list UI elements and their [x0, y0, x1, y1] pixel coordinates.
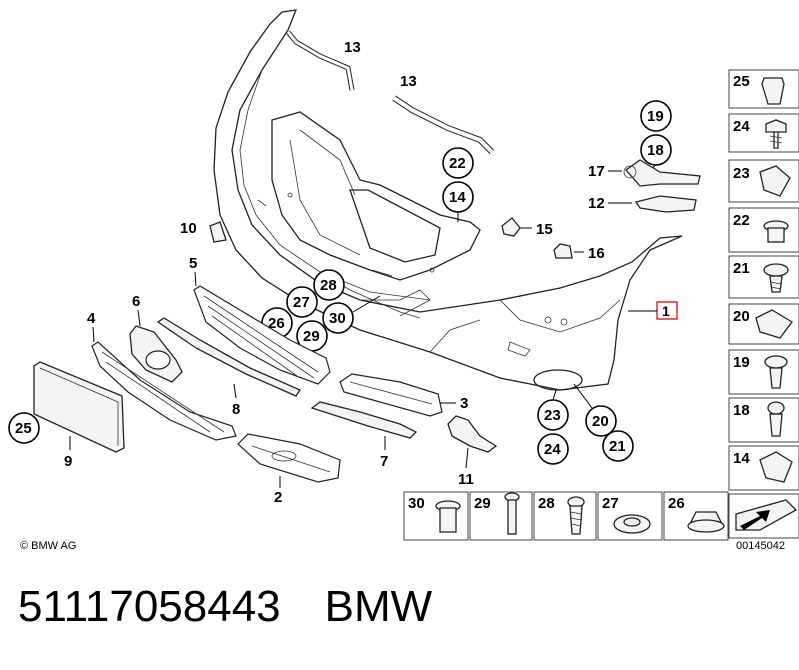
- panel-label-30: 30: [408, 495, 425, 512]
- callout-21-bubble[interactable]: 21: [602, 430, 634, 462]
- callout-13b: 13: [400, 73, 417, 90]
- callout-9: 9: [64, 453, 72, 470]
- callout-15: 15: [536, 221, 553, 238]
- callout-16: 16: [588, 245, 605, 262]
- callout-4: 4: [87, 310, 96, 327]
- panel-label-23: 23: [733, 165, 750, 182]
- lower-grille-2: 2: [237, 433, 341, 506]
- bracket-12: 12: [588, 195, 697, 213]
- cap-icon-26: [687, 511, 725, 533]
- trim-strip-7: 7: [310, 401, 418, 470]
- callout-25-bubble[interactable]: 25: [8, 412, 40, 444]
- bumper-cover: [213, 9, 683, 391]
- callout-8: 8: [232, 401, 240, 418]
- clip-10: 10: [180, 220, 227, 243]
- callout-1-highlight[interactable]: 1: [628, 301, 678, 320]
- clip-icon-14: [759, 451, 793, 483]
- clip-nut-icon-20: [755, 309, 793, 339]
- callout-2: 2: [274, 489, 282, 506]
- callout-21: 21: [609, 438, 626, 455]
- panel-label-24: 24: [733, 118, 750, 135]
- callout-19-bubble[interactable]: 19: [640, 100, 672, 132]
- callout-24-bubble[interactable]: 24: [537, 433, 569, 465]
- arrow-sheet-icon: [728, 493, 799, 539]
- caption: 51117058443 BMW: [18, 582, 476, 632]
- panel-label-27: 27: [602, 495, 619, 512]
- license-plate-9: 9: [33, 361, 125, 470]
- callout-29: 29: [303, 328, 320, 345]
- callout-6: 6: [132, 293, 140, 310]
- side-grille-4: 4: [87, 310, 237, 441]
- callout-12: 12: [588, 195, 605, 212]
- callout-22: 22: [449, 155, 466, 172]
- trim-strip-13b: 13: [392, 73, 495, 155]
- callout-24: 24: [544, 441, 561, 458]
- callout-19: 19: [647, 108, 664, 125]
- clip-15: 15: [501, 217, 553, 238]
- callout-11: 11: [458, 471, 474, 488]
- panel-label-20: 20: [733, 308, 750, 325]
- callout-14-bubble[interactable]: 14: [442, 181, 474, 222]
- grommet-icon-27: [613, 514, 651, 534]
- side-hardware-panel: 25 24 23 22 21 20 19 18 14: [728, 69, 799, 539]
- screw-icon-21: [763, 263, 789, 293]
- callout-10: 10: [180, 220, 197, 237]
- panel-label-28: 28: [538, 495, 555, 512]
- bottom-hardware-panel: 30 29 28 27 26: [403, 491, 729, 541]
- callout-28-bubble[interactable]: 28: [313, 269, 345, 301]
- callout-7: 7: [380, 453, 388, 470]
- callout-18-bubble[interactable]: 18: [640, 134, 672, 173]
- plug-icon-30: [435, 500, 461, 533]
- screw-icon-22: [763, 220, 789, 243]
- callout-25: 25: [15, 420, 32, 437]
- panel-label-26: 26: [668, 495, 685, 512]
- callout-17: 17: [588, 163, 605, 180]
- callout-28: 28: [320, 277, 337, 294]
- callout-20-bubble[interactable]: 20: [573, 383, 617, 437]
- clip-nut-icon-23: [759, 165, 791, 197]
- panel-label-21: 21: [733, 260, 750, 277]
- rivet-icon-18: [767, 401, 785, 437]
- panel-label-29: 29: [474, 495, 491, 512]
- parts-diagram: 1 13 13 22 14 19 18 17 12: [8, 9, 799, 541]
- drawing-number: 00145042: [736, 540, 785, 552]
- callout-26: 26: [268, 315, 285, 332]
- callout-1: 1: [662, 303, 670, 319]
- screw-icon-28: [567, 496, 585, 535]
- copyright-text: © BMW AG: [20, 540, 77, 552]
- callout-23-bubble[interactable]: 23: [537, 389, 569, 431]
- bracket-11: 11: [447, 415, 498, 488]
- panel-label-18: 18: [733, 402, 750, 419]
- center-grille-5: 5: [189, 255, 331, 385]
- brand-name: BMW: [324, 582, 433, 631]
- callout-30-bubble[interactable]: 30: [322, 295, 381, 334]
- screw-icon-24: [765, 119, 787, 149]
- trim-strip-8: 8: [156, 317, 301, 418]
- clip-16: 16: [553, 243, 605, 262]
- fog-cover-6: 6: [129, 293, 183, 383]
- callout-3: 3: [460, 395, 468, 412]
- callout-22-bubble[interactable]: 22: [442, 147, 474, 179]
- bracket-17: 17: [588, 159, 701, 187]
- grille-3: 3: [339, 373, 468, 417]
- callout-27: 27: [293, 294, 310, 311]
- trim-strip-13a: 13: [286, 30, 361, 91]
- callout-13a: 13: [344, 39, 361, 56]
- callout-18: 18: [647, 142, 664, 159]
- panel-label-25: 25: [733, 73, 750, 90]
- panel-label-19: 19: [733, 354, 750, 371]
- panel-label-22: 22: [733, 212, 750, 229]
- panel-label-14: 14: [733, 450, 750, 467]
- screw-icon-29: [504, 492, 520, 535]
- callout-23: 23: [544, 407, 561, 424]
- screw-icon-19: [764, 355, 788, 389]
- callout-30: 30: [329, 310, 346, 327]
- callout-14: 14: [449, 189, 466, 206]
- callout-27-bubble[interactable]: 27: [286, 286, 318, 318]
- callout-5: 5: [189, 255, 197, 272]
- plug-icon: [761, 77, 785, 105]
- callout-20: 20: [592, 413, 609, 430]
- part-number: 51117058443: [18, 582, 281, 631]
